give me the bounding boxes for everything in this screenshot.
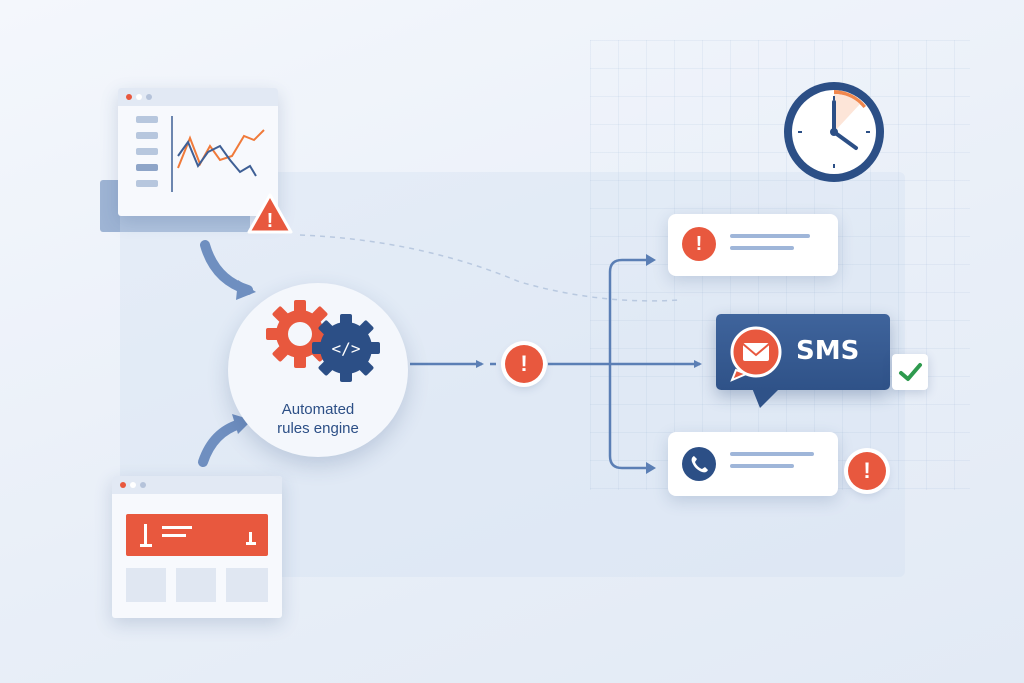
branch-line — [608, 258, 652, 470]
notification-card-alert: ! — [668, 214, 838, 276]
text-line — [730, 234, 810, 238]
alert-glyph: ! — [520, 351, 528, 376]
warning-triangle-glyph: ! — [267, 210, 274, 232]
form-tile — [176, 568, 216, 602]
form-window — [112, 476, 282, 618]
window-dot-white — [136, 94, 142, 100]
phone-icon — [682, 447, 716, 481]
alert-circle-icon: ! — [682, 227, 716, 261]
alert-glyph: ! — [863, 458, 871, 483]
checkmark-badge — [892, 354, 928, 390]
window-dot-red — [126, 94, 132, 100]
sms-bubble-tail — [752, 388, 780, 408]
arrow-form-to-engine — [198, 419, 245, 467]
code-glyph: </> — [332, 339, 361, 358]
window-dot-white — [130, 482, 136, 488]
dashboard-sidebar — [136, 116, 158, 187]
mail-bubble-icon — [730, 326, 782, 382]
alert-circle-icon: ! — [848, 452, 886, 490]
sms-channel-card: SMS — [716, 314, 890, 408]
form-tile — [226, 568, 268, 602]
window-dot-gray — [140, 482, 146, 488]
dashboard-titlebar — [118, 88, 278, 106]
engine-label-line2: rules engine — [277, 420, 359, 437]
dashboard-window — [118, 88, 278, 216]
warning-triangle-icon: ! — [247, 193, 293, 234]
alert-circle-icon: ! — [505, 345, 543, 383]
trend-chart — [171, 116, 265, 192]
sms-label: SMS — [796, 336, 860, 366]
gear-icon: </> — [266, 300, 380, 382]
alert-glyph: ! — [695, 232, 703, 255]
text-line — [730, 246, 794, 250]
form-tile — [126, 568, 166, 602]
checkmark-icon — [899, 363, 922, 381]
form-titlebar — [112, 476, 282, 494]
window-dot-red — [120, 482, 126, 488]
notification-card-phone — [668, 432, 838, 496]
text-line — [730, 452, 814, 456]
clock-icon — [784, 82, 884, 182]
engine-label-line1: Automated — [281, 401, 355, 418]
text-line — [730, 464, 794, 468]
window-dot-gray — [146, 94, 152, 100]
form-alert-banner — [126, 514, 268, 556]
